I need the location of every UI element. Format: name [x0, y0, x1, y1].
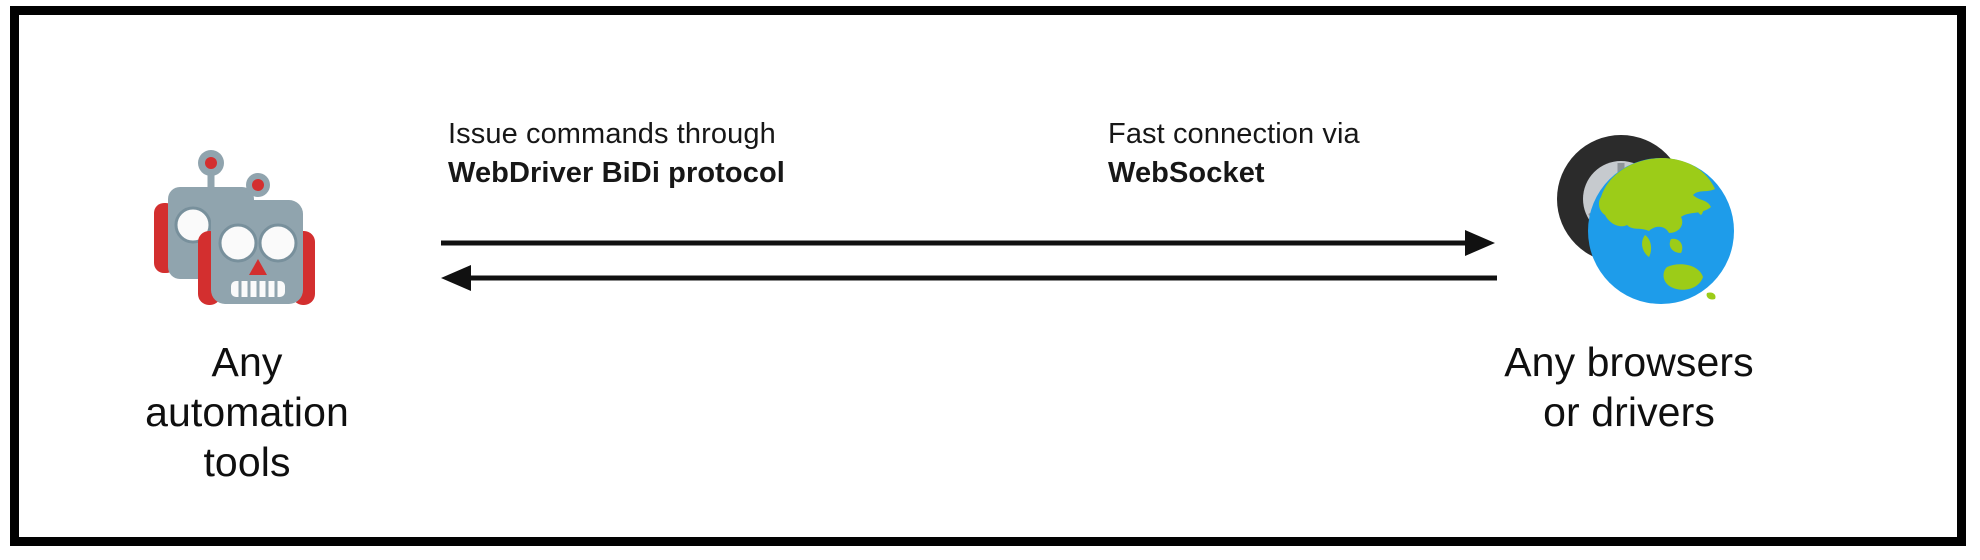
commands-label-line1: Issue commands through — [448, 118, 776, 150]
globe-icon — [1588, 158, 1734, 304]
commands-arrow-label: Issue commands through WebDriver BiDi pr… — [448, 115, 785, 193]
commands-arrow — [441, 230, 1495, 256]
commands-label-line2: WebDriver BiDi protocol — [448, 157, 785, 189]
robot-front — [198, 173, 315, 305]
arrows-group — [439, 230, 1499, 300]
connection-arrow-label: Fast connection via WebSocket — [1108, 115, 1360, 193]
automation-tools-caption: Any automation tools — [145, 339, 349, 485]
connection-label-line1: Fast connection via — [1108, 118, 1360, 150]
robot-icon — [147, 145, 347, 325]
connection-label-line2: WebSocket — [1108, 157, 1265, 189]
diagram-frame: Any automation tools Issue commands thro… — [10, 6, 1966, 546]
globe-with-wheel-icon — [1549, 127, 1739, 312]
browsers-drivers-caption: Any browsers or drivers — [1504, 339, 1754, 435]
response-arrow — [441, 265, 1497, 291]
diagram-canvas: Any automation tools Issue commands thro… — [19, 15, 1957, 537]
